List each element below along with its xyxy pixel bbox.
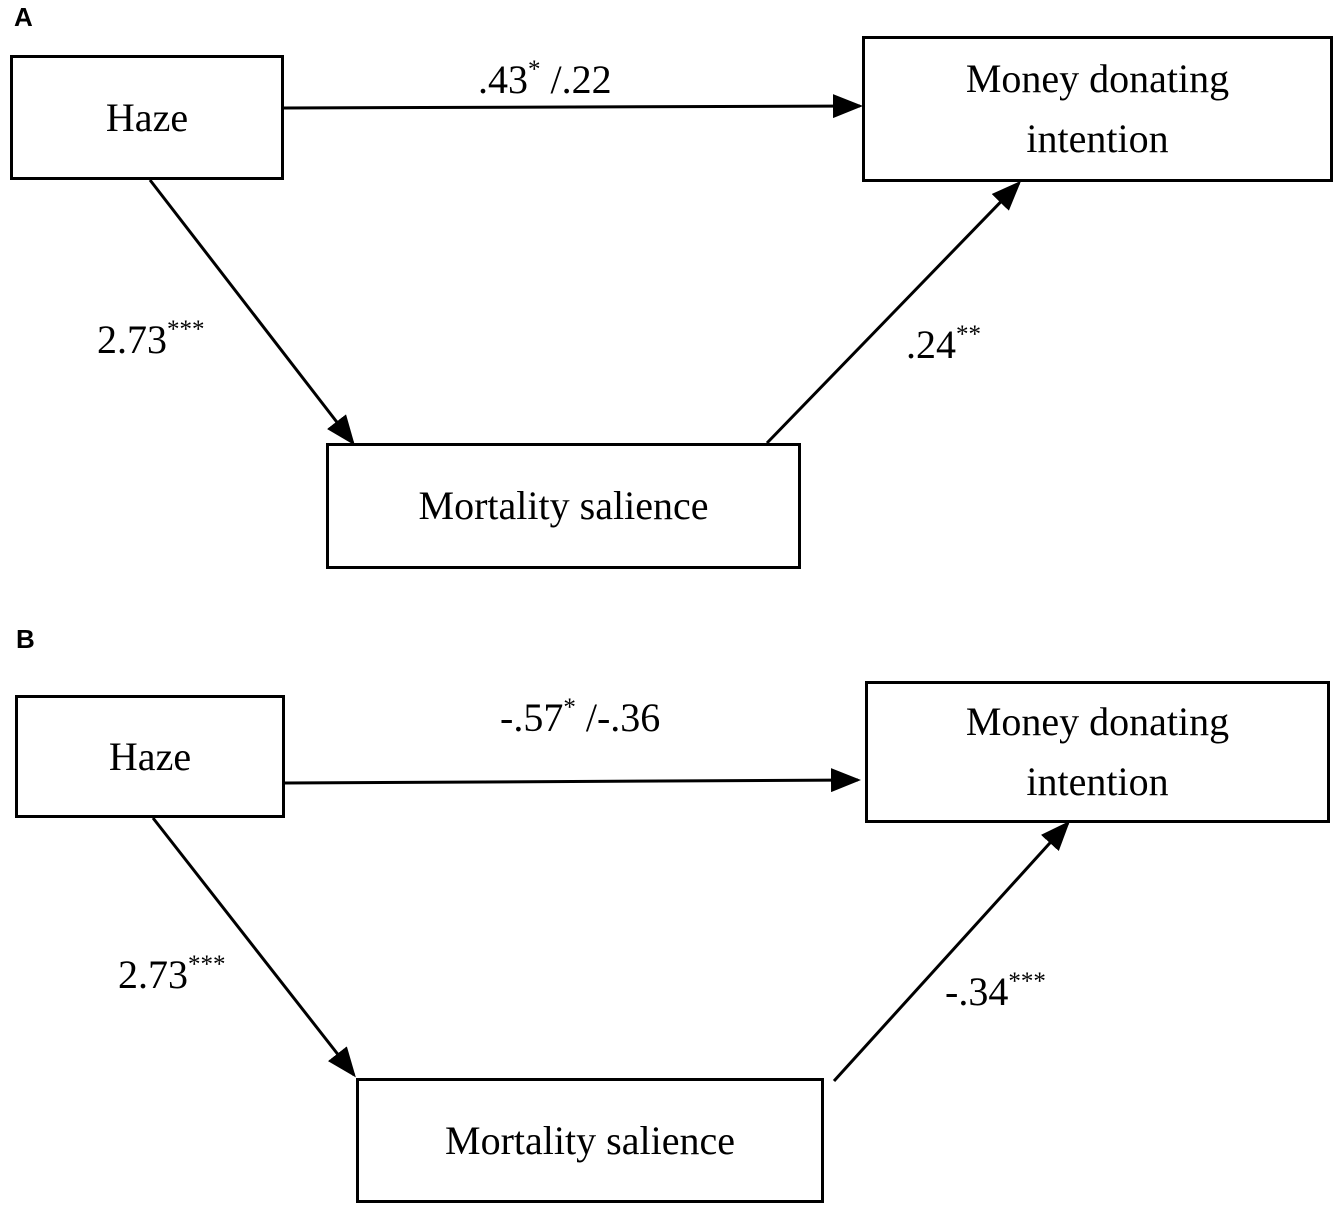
panel-a-outcome-label: Money donating intention [965, 56, 1230, 161]
panel-a-outcome-box: Money donating intention [862, 36, 1333, 182]
panel-a-direct-total: /.22 [540, 57, 612, 102]
panel-b-direct-value: -.57 [500, 695, 564, 740]
panel-a-direct-coefficient: .43* /.22 [478, 57, 612, 102]
panel-a-path-b-arrow [765, 180, 1022, 445]
panel-b-path-a-coefficient: 2.73*** [118, 952, 226, 997]
panel-b-haze-box: Haze [15, 695, 285, 818]
panel-b-mediator-box: Mortality salience [356, 1078, 824, 1203]
panel-b-path-b-value: -.34 [945, 969, 1009, 1014]
panel-b-path-a-sig: *** [188, 951, 226, 978]
panel-a-direct-sig: * [528, 56, 541, 83]
panel-a-path-b-sig: ** [956, 321, 981, 348]
panel-a-direct-value: .43 [478, 57, 528, 102]
panel-b-direct-sig: * [563, 694, 576, 721]
panel-b-path-b-arrow [832, 820, 1071, 1083]
panel-b-direct-arrow [284, 768, 861, 793]
panel-a-mediator-box: Mortality salience [326, 443, 801, 569]
panel-b-haze-label: Haze [108, 733, 192, 779]
panel-b-outcome-box: Money donating intention [865, 681, 1330, 823]
panel-b-outcome-label: Money donating intention [965, 699, 1230, 804]
panel-a-mediator-label: Mortality salience [418, 483, 709, 528]
panel-b-path-b-sig: *** [1008, 968, 1046, 995]
panel-b-path-a-value: 2.73 [118, 952, 188, 997]
panel-a-haze-box: Haze [10, 55, 284, 180]
panel-a-path-b-coefficient: .24** [906, 322, 981, 367]
panel-b-path-a-arrow [151, 817, 356, 1078]
panel-b-direct-total: /-.36 [575, 695, 661, 740]
panel-b-path-b-coefficient: -.34*** [945, 969, 1046, 1014]
panel-a-path-a-sig: *** [167, 316, 205, 343]
panel-a-path-a-coefficient: 2.73*** [97, 317, 205, 362]
panel-b-direct-coefficient: -.57* /-.36 [500, 695, 661, 740]
panel-a-haze-label: Haze [105, 94, 189, 140]
panel-a-direct-arrow [282, 94, 863, 119]
panel-a-path-a-value: 2.73 [97, 317, 167, 362]
panel-a-path-a-arrow [148, 179, 355, 446]
panel-a-path-b-value: .24 [906, 322, 956, 367]
panel-b-label: B [16, 624, 35, 654]
panel-a-label: A [14, 2, 33, 32]
panel-b-mediator-label: Mortality salience [445, 1117, 735, 1163]
